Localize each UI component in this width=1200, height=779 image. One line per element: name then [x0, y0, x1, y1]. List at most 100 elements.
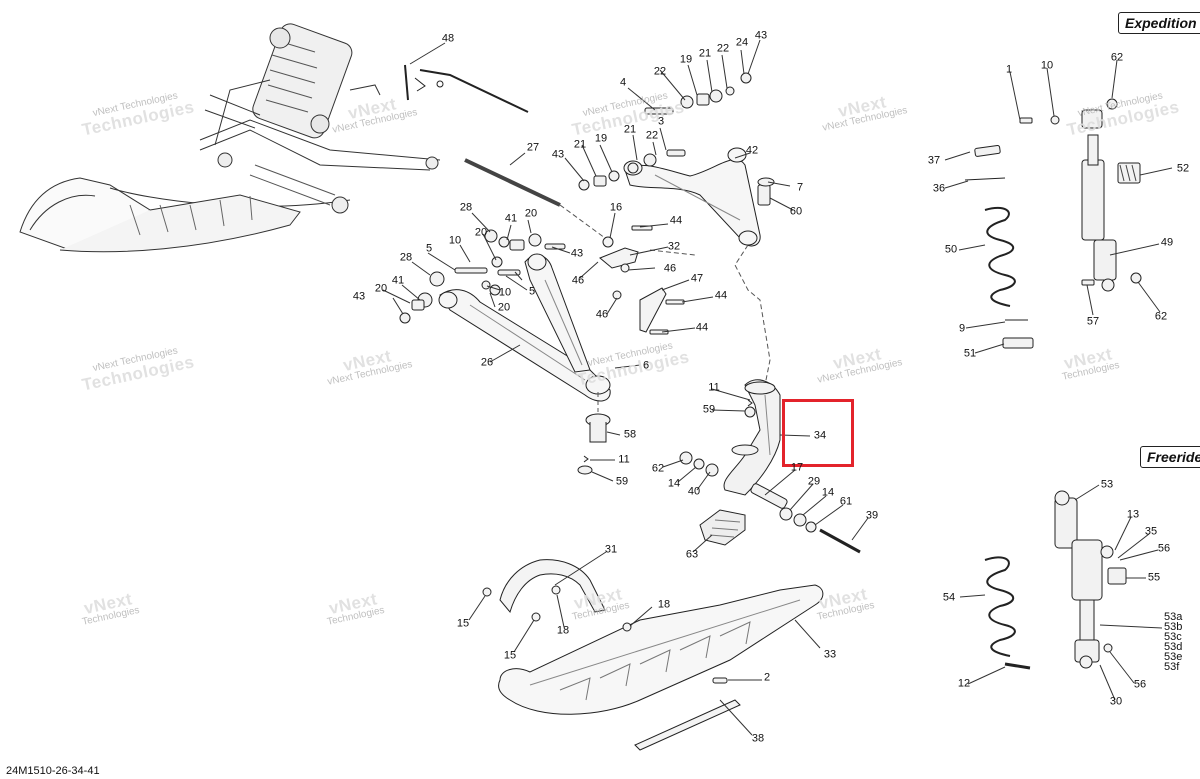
- callout-48[interactable]: 48: [441, 32, 455, 45]
- callout-59[interactable]: 59: [615, 475, 629, 488]
- callout-41[interactable]: 41: [504, 212, 518, 225]
- callout-62[interactable]: 62: [1154, 310, 1168, 323]
- callout-3[interactable]: 3: [657, 115, 665, 128]
- callout-9[interactable]: 9: [958, 322, 966, 335]
- callout-43[interactable]: 43: [551, 148, 565, 161]
- callout-14[interactable]: 14: [667, 477, 681, 490]
- callout-35[interactable]: 35: [1144, 525, 1158, 538]
- callout-58[interactable]: 58: [623, 428, 637, 441]
- callout-61[interactable]: 61: [839, 495, 853, 508]
- callout-1[interactable]: 1: [1005, 63, 1013, 76]
- callout-7[interactable]: 7: [796, 181, 804, 194]
- callout-62[interactable]: 62: [1110, 51, 1124, 64]
- dashed-assembly-lines: [559, 204, 771, 412]
- callout-20[interactable]: 20: [374, 282, 388, 295]
- callout-24[interactable]: 24: [735, 36, 749, 49]
- callout-46[interactable]: 46: [571, 274, 585, 287]
- callout-56[interactable]: 56: [1157, 542, 1171, 555]
- callout-10[interactable]: 10: [498, 286, 512, 299]
- upper-a-arm: [623, 147, 761, 247]
- callout-29[interactable]: 29: [807, 475, 821, 488]
- callout-21[interactable]: 21: [573, 138, 587, 151]
- callout-21[interactable]: 21: [698, 47, 712, 60]
- callout-22[interactable]: 22: [645, 129, 659, 142]
- callout-63[interactable]: 63: [685, 548, 699, 561]
- callout-49[interactable]: 49: [1160, 236, 1174, 249]
- callout-43[interactable]: 43: [754, 29, 768, 42]
- callout-52[interactable]: 52: [1176, 162, 1190, 175]
- callout-21[interactable]: 21: [623, 123, 637, 136]
- sub-callout-list: 53a 53b 53c 53d 53e 53f: [1164, 611, 1183, 673]
- callout-15[interactable]: 15: [456, 617, 470, 630]
- callout-36[interactable]: 36: [932, 182, 946, 195]
- callout-60[interactable]: 60: [789, 205, 803, 218]
- callout-50[interactable]: 50: [944, 243, 958, 256]
- callout-32[interactable]: 32: [667, 240, 681, 253]
- callout-42[interactable]: 42: [745, 144, 759, 157]
- callout-59[interactable]: 59: [702, 403, 716, 416]
- sub-callout-53a[interactable]: 53a: [1164, 611, 1183, 623]
- sub-callout-53c[interactable]: 53c: [1164, 631, 1182, 643]
- callout-20[interactable]: 20: [524, 207, 538, 220]
- steering-link-parts: [404, 64, 561, 207]
- sub-callout-53d[interactable]: 53d: [1164, 641, 1183, 653]
- callout-14[interactable]: 14: [821, 486, 835, 499]
- callout-11[interactable]: 11: [618, 453, 630, 466]
- callout-55[interactable]: 55: [1147, 571, 1161, 584]
- sub-callout-53f[interactable]: 53f: [1164, 661, 1180, 673]
- callout-6[interactable]: 6: [642, 359, 650, 372]
- callout-11[interactable]: 11: [708, 381, 720, 394]
- callout-20[interactable]: 20: [497, 301, 511, 314]
- callout-34[interactable]: 34: [813, 429, 827, 442]
- callout-22[interactable]: 22: [716, 42, 730, 55]
- callout-22[interactable]: 22: [653, 65, 667, 78]
- callout-10[interactable]: 10: [1040, 59, 1054, 72]
- callout-31[interactable]: 31: [604, 543, 618, 556]
- callout-18[interactable]: 18: [556, 624, 570, 637]
- callout-12[interactable]: 12: [957, 677, 971, 690]
- callout-28[interactable]: 28: [459, 201, 473, 214]
- sub-callout-53e[interactable]: 53e: [1164, 651, 1183, 663]
- callout-27[interactable]: 27: [526, 141, 540, 154]
- callout-53[interactable]: 53: [1100, 478, 1114, 491]
- expedition-shock: [964, 98, 1142, 349]
- callout-62[interactable]: 62: [651, 462, 665, 475]
- hardware-stack-top: [578, 72, 775, 206]
- callout-15[interactable]: 15: [503, 649, 517, 662]
- callout-38[interactable]: 38: [751, 732, 765, 745]
- callout-30[interactable]: 30: [1109, 695, 1123, 708]
- callout-56[interactable]: 56: [1133, 678, 1147, 691]
- callout-5[interactable]: 5: [528, 285, 536, 298]
- callout-51[interactable]: 51: [963, 347, 977, 360]
- callout-13[interactable]: 13: [1126, 508, 1140, 521]
- callout-26[interactable]: 26: [480, 356, 494, 369]
- callout-43[interactable]: 43: [352, 290, 366, 303]
- callout-10[interactable]: 10: [448, 234, 462, 247]
- callout-40[interactable]: 40: [687, 485, 701, 498]
- callout-47[interactable]: 47: [690, 272, 704, 285]
- callout-54[interactable]: 54: [942, 591, 956, 604]
- callout-19[interactable]: 19: [594, 132, 608, 145]
- callout-33[interactable]: 33: [823, 648, 837, 661]
- sub-callout-53b[interactable]: 53b: [1164, 621, 1183, 633]
- assembled-suspension-view: [19, 23, 441, 253]
- callout-44[interactable]: 44: [714, 289, 728, 302]
- callout-43[interactable]: 43: [570, 247, 584, 260]
- callout-20[interactable]: 20: [474, 226, 488, 239]
- callout-16[interactable]: 16: [609, 201, 623, 214]
- callout-46[interactable]: 46: [595, 308, 609, 321]
- callout-41[interactable]: 41: [391, 274, 405, 287]
- callout-18[interactable]: 18: [657, 598, 671, 611]
- callout-5[interactable]: 5: [425, 242, 433, 255]
- callout-57[interactable]: 57: [1086, 315, 1100, 328]
- callout-39[interactable]: 39: [865, 509, 879, 522]
- callout-28[interactable]: 28: [399, 251, 413, 264]
- callout-2[interactable]: 2: [763, 671, 771, 684]
- callout-44[interactable]: 44: [669, 214, 683, 227]
- callout-4[interactable]: 4: [619, 76, 627, 89]
- callout-46[interactable]: 46: [663, 262, 677, 275]
- callout-37[interactable]: 37: [927, 154, 941, 167]
- callout-44[interactable]: 44: [695, 321, 709, 334]
- callout-19[interactable]: 19: [679, 53, 693, 66]
- callout-17[interactable]: 17: [790, 461, 804, 474]
